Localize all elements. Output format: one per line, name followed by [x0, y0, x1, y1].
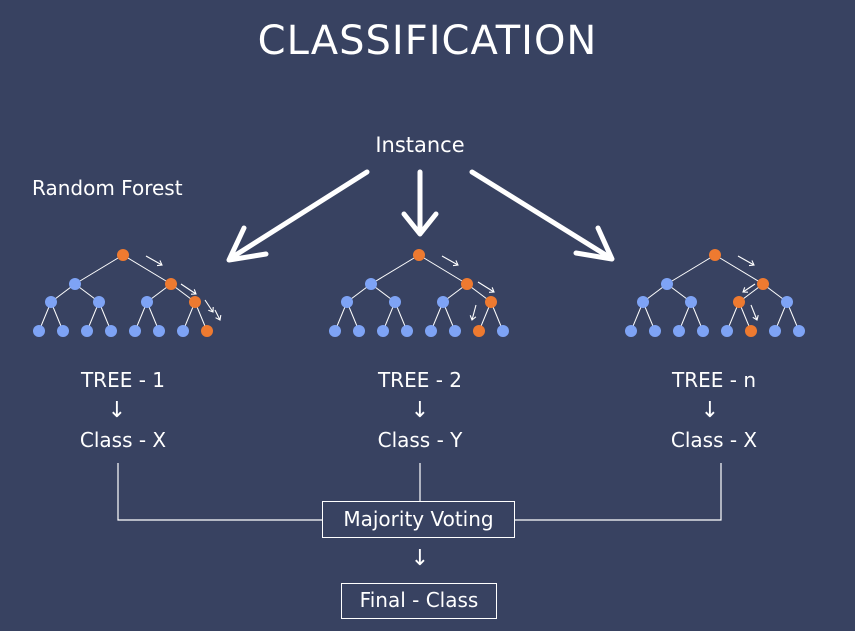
tree-node [33, 325, 45, 337]
arrow-to-tree-1-head [226, 225, 269, 263]
tree-edge [370, 254, 420, 285]
tree-node [105, 325, 117, 337]
tree-node [45, 296, 57, 308]
tree-path-node [413, 249, 425, 261]
tree-node [685, 296, 697, 308]
tree-node [129, 325, 141, 337]
traversal-arrow-icon [750, 304, 759, 321]
tree-n-label: TREE - n [672, 368, 756, 392]
tree-1-class-label: Class - X [79, 428, 167, 452]
traversal-arrow-icon [477, 281, 495, 293]
traversal-arrow-icon [737, 255, 755, 267]
voting-connectors [117, 463, 722, 521]
decision-tree-1 [33, 249, 222, 337]
tree-node [329, 325, 341, 337]
random-forest-label: Random Forest [32, 176, 183, 200]
tree-node [697, 325, 709, 337]
tree-path-node [757, 278, 769, 290]
tree-node [721, 325, 733, 337]
tree-1-down-arrow-icon: ↓ [107, 398, 127, 423]
tree-path-node [733, 296, 745, 308]
tree-node [437, 296, 449, 308]
tree-node [153, 325, 165, 337]
tree-node [93, 296, 105, 308]
tree-node [793, 325, 805, 337]
tree-node [625, 325, 637, 337]
tree-n-class-label: Class - X [670, 428, 758, 452]
final-down-arrow-icon: ↓ [410, 546, 430, 571]
tree-path-node [485, 296, 497, 308]
tree-2-down-arrow-icon: ↓ [410, 398, 430, 423]
decision-tree-3 [625, 249, 805, 337]
tree-node [365, 278, 377, 290]
tree-n-down-arrow-icon: ↓ [700, 398, 720, 423]
tree-node [649, 325, 661, 337]
tree-1-label: TREE - 1 [80, 368, 166, 392]
tree-node [401, 325, 413, 337]
tree-node [57, 325, 69, 337]
final-class-box: Final - Class [341, 583, 497, 619]
tree-2-class-label: Class - Y [377, 428, 463, 452]
tree-node [177, 325, 189, 337]
arrow-to-tree-2-head [401, 211, 439, 237]
tree-node [69, 278, 81, 290]
tree-node [389, 296, 401, 308]
tree-node [425, 325, 437, 337]
tree-node [449, 325, 461, 337]
arrow-to-tree-n-head [573, 225, 615, 262]
tree-path-node [189, 296, 201, 308]
majority-voting-box: Majority Voting [322, 501, 515, 538]
tree-node [497, 325, 509, 337]
tree-node [141, 296, 153, 308]
tree-node [661, 278, 673, 290]
page-title: CLASSIFICATION [257, 18, 598, 64]
decision-tree-2 [329, 249, 509, 337]
trees-layer [33, 249, 805, 337]
tree-edge [74, 254, 124, 285]
tree-node [341, 296, 353, 308]
tree-node [781, 296, 793, 308]
instance-arrows [226, 169, 615, 263]
traversal-arrow-icon [469, 304, 477, 321]
traversal-arrow-icon [145, 255, 163, 267]
tree-edge [714, 254, 764, 285]
tree-node [377, 325, 389, 337]
traversal-arrow-icon [214, 309, 222, 321]
tree-node [769, 325, 781, 337]
traversal-arrow-icon [180, 283, 197, 295]
tree-path-node [745, 325, 757, 337]
tree-node [81, 325, 93, 337]
tree-path-node [473, 325, 485, 337]
arrow-to-tree-1 [228, 169, 370, 261]
tree-path-node [117, 249, 129, 261]
traversal-arrow-icon [742, 283, 756, 293]
traversal-arrow-icon [441, 255, 459, 267]
connector-tree-1 [117, 463, 322, 521]
tree-path-node [165, 278, 177, 290]
tree-node [353, 325, 365, 337]
tree-2-label: TREE - 2 [377, 368, 463, 392]
tree-node [673, 325, 685, 337]
tree-node [637, 296, 649, 308]
arrow-to-tree-n [469, 169, 612, 260]
traversal-arrow-icon [204, 299, 214, 313]
tree-edge [122, 254, 172, 285]
tree-path-node [461, 278, 473, 290]
tree-path-node [201, 325, 213, 337]
tree-edge [418, 254, 468, 285]
instance-label: Instance [375, 133, 465, 157]
tree-edge [666, 254, 716, 285]
tree-path-node [709, 249, 721, 261]
connector-tree-n [515, 463, 722, 521]
